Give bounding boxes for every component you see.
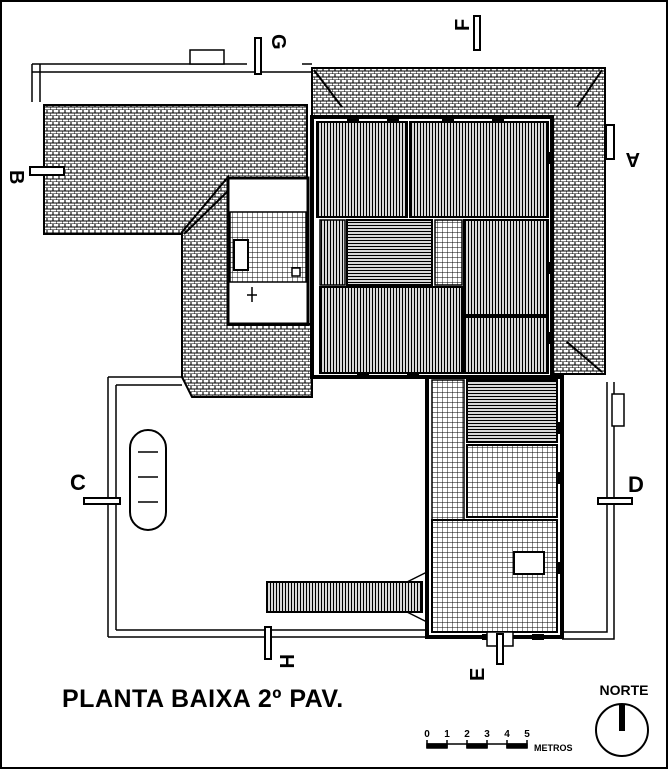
scale-tick-1: 1 xyxy=(441,729,453,740)
section-marker-c: C xyxy=(70,470,86,495)
north-label: NORTE xyxy=(596,682,652,698)
scale-tick-2: 2 xyxy=(461,729,473,740)
section-marker-f: F xyxy=(452,19,474,31)
corridor-south-wing xyxy=(432,380,464,530)
room-north-east xyxy=(410,122,548,217)
bathtub xyxy=(234,240,248,270)
room-south-1 xyxy=(467,380,557,442)
room-east-middle xyxy=(464,220,548,315)
room-north-west xyxy=(317,122,407,217)
section-marker-a: A xyxy=(626,148,640,170)
south-wing-rooms xyxy=(427,377,563,640)
north-arrow xyxy=(596,704,648,756)
dining-table xyxy=(130,430,166,530)
room-stair-hall xyxy=(347,220,432,285)
scale-tick-4: 4 xyxy=(501,729,513,740)
kitchen-counter xyxy=(514,552,544,574)
courtyard-annex xyxy=(228,178,308,324)
scale-tick-0: 0 xyxy=(421,729,433,740)
corridor-west xyxy=(320,220,345,285)
room-south-2 xyxy=(467,445,557,517)
scale-tick-3: 3 xyxy=(481,729,493,740)
scale-tick-5: 5 xyxy=(521,729,533,740)
room-center-south xyxy=(320,287,462,373)
section-marker-b: B xyxy=(5,170,27,184)
room-east-south xyxy=(464,317,548,373)
plan-title: PLANTA BAIXA 2º PAV. xyxy=(62,685,344,714)
room-south-3 xyxy=(432,520,557,632)
section-marker-g: G xyxy=(267,34,289,50)
corridor-middle xyxy=(435,220,462,285)
main-block-rooms xyxy=(312,115,552,378)
section-marker-d: D xyxy=(628,472,644,497)
external-staircase xyxy=(267,572,427,622)
scale-bar xyxy=(427,740,527,748)
section-marker-h: H xyxy=(275,654,297,668)
section-marker-e: E xyxy=(467,668,489,681)
scale-unit-label: METROS xyxy=(534,743,573,753)
